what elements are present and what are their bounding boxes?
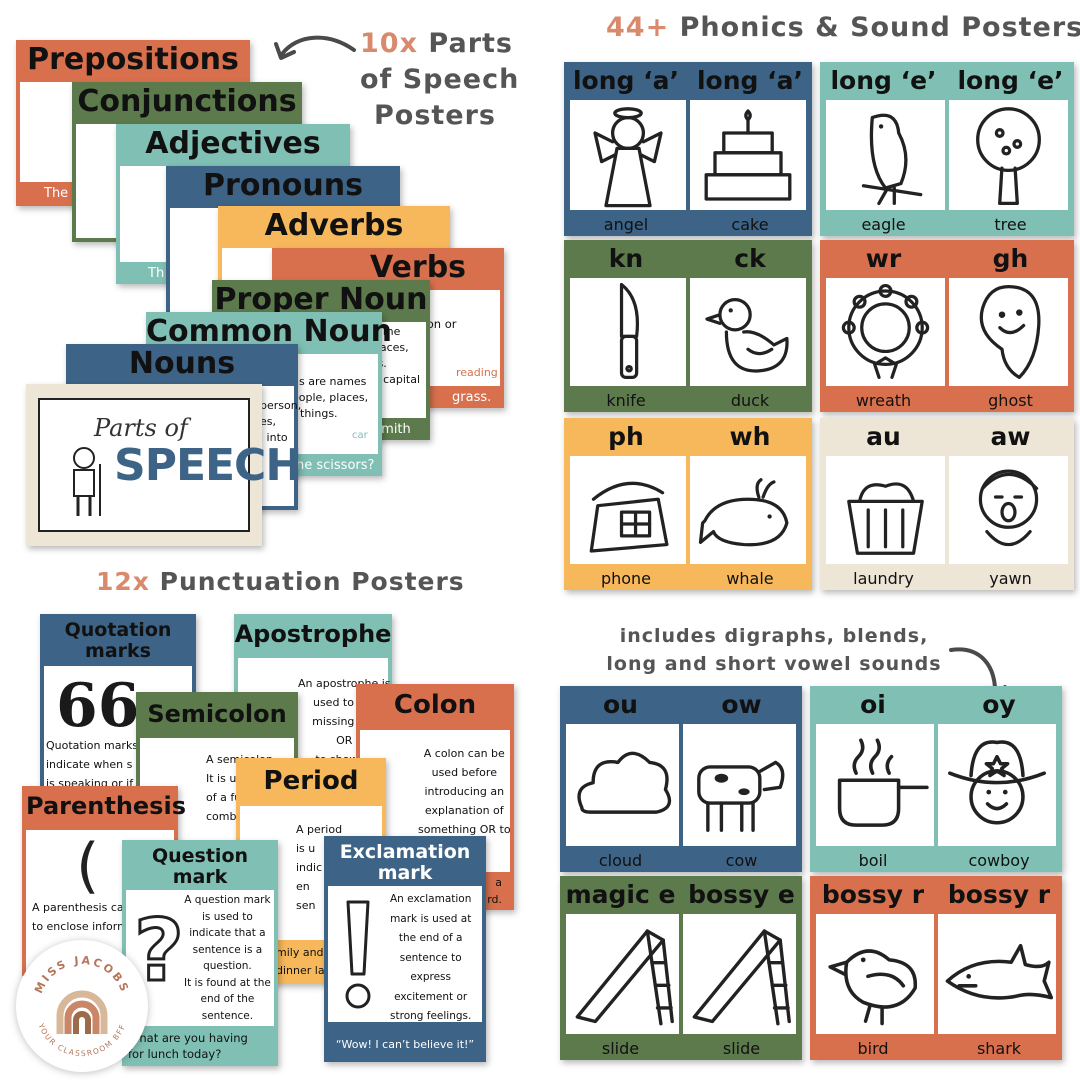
includes-header: includes digraphs, blends, long and shor…	[606, 625, 942, 675]
example-word: bird	[857, 1039, 889, 1058]
laundry-basket-icon	[847, 482, 924, 555]
phonics-poster: long ‘a’ angel long ‘a’ cake	[564, 62, 812, 236]
example-word: cake	[731, 215, 769, 234]
sound-label: ow	[721, 690, 762, 719]
exclamation-mark-icon	[345, 900, 371, 1009]
phonics-poster: au laundry aw yawn	[820, 418, 1074, 590]
sound-label: wr	[865, 244, 902, 273]
sound-label: gh	[992, 244, 1029, 273]
poster-exclamation-mark: Exclamation mark An exclamation mark is …	[324, 836, 486, 1062]
example-word: whale	[726, 569, 774, 588]
sound-label: ph	[608, 422, 644, 451]
eagle-icon	[861, 113, 923, 206]
poster-title: Adjectives	[145, 126, 321, 161]
svg-text:YOUR CLASSROOM BFF: YOUR CLASSROOM BFF	[36, 1021, 127, 1058]
whale-icon	[698, 478, 789, 547]
example-word: cow	[725, 851, 758, 870]
phonics-poster: wr wreath gh ghost	[820, 240, 1074, 412]
example-word: knife	[606, 391, 646, 410]
example-word: boil	[858, 851, 888, 870]
pos-header: 10x Parts of Speech Posters	[360, 28, 520, 131]
parenthesis-icon: (	[76, 831, 100, 901]
sound-label: long ‘e’	[957, 66, 1064, 95]
cover-title-parts: Parts of	[94, 414, 188, 442]
example-word: eagle	[861, 215, 906, 234]
sound-label: wh	[729, 422, 771, 451]
bird-icon	[828, 949, 918, 1026]
phonics-poster: ph phone wh whale	[564, 418, 812, 590]
example-word: duck	[730, 391, 770, 410]
example-word: yawn	[989, 569, 1032, 588]
brand-logo: MISS JACOBS YOUR CLASSROOM BFF	[16, 940, 148, 1072]
phonics-poster: long ‘e’ eagle long ‘e’ tree	[820, 62, 1074, 236]
cake-icon	[704, 109, 792, 201]
sound-label: ou	[603, 690, 638, 719]
phonics-poster: oi boil oy cowboy	[810, 686, 1062, 872]
phone-icon	[589, 481, 669, 553]
sound-label: au	[866, 422, 901, 451]
tree-icon	[976, 107, 1041, 206]
sound-label: magic e	[565, 880, 676, 909]
cover-title-speech: SPEECH	[114, 440, 302, 491]
example-word: slide	[722, 1039, 761, 1058]
rainbow-logo-icon: MISS JACOBS YOUR CLASSROOM BFF	[32, 954, 132, 1058]
sound-label: bossy r	[821, 880, 925, 909]
sound-label: kn	[608, 244, 644, 273]
wreath-icon	[841, 283, 930, 379]
poster-title: Adverbs	[264, 208, 404, 243]
example-word: shark	[976, 1039, 1022, 1058]
knife-icon	[619, 282, 639, 379]
sound-label: long ‘a’	[696, 66, 803, 95]
poster-title: Conjunctions	[77, 84, 297, 119]
poster-title: Common Noun	[146, 314, 392, 349]
poster-parts-of-speech-cover: Parts of SPEECH	[26, 384, 302, 546]
boiling-pot-icon	[837, 738, 929, 827]
cow-icon	[697, 760, 785, 832]
example-word: angel	[603, 215, 649, 234]
cowboy-icon	[948, 740, 1046, 825]
example-word: laundry	[853, 569, 914, 588]
sound-label: bossy e	[688, 880, 795, 909]
phonics-header: 44+ Phonics & Sound Posters	[606, 12, 1080, 43]
svg-text:MISS JACOBS: MISS JACOBS	[32, 954, 132, 996]
sound-label: long ‘a’	[572, 66, 679, 95]
arrow-left-icon	[274, 35, 356, 60]
phonics-poster: bossy r bird bossy r shark	[810, 876, 1062, 1060]
sound-label: ck	[734, 244, 766, 273]
poster-title: Pronouns	[203, 168, 363, 203]
quotation-marks-icon: 66	[56, 671, 140, 741]
example-word: ghost	[988, 391, 1033, 410]
phonics-poster: ou cloud ow cow	[560, 686, 802, 872]
cloud-icon	[577, 751, 672, 814]
slide-icon	[692, 929, 791, 1026]
sound-label: bossy r	[947, 880, 1051, 909]
ghost-icon	[979, 285, 1041, 379]
example-word: cowboy	[968, 851, 1030, 870]
phonics-poster: kn knife ck duck	[564, 240, 812, 412]
shark-icon	[945, 943, 1054, 1000]
angel-icon	[593, 107, 663, 208]
duck-icon	[705, 297, 789, 373]
example-word: wreath	[855, 391, 912, 410]
sound-label: aw	[990, 422, 1031, 451]
poster-title: Nouns	[128, 346, 236, 381]
poster-title: Verbs	[369, 250, 467, 285]
phonics-poster: magic e slide bossy e slide	[560, 876, 802, 1060]
example-word: slide	[601, 1039, 640, 1058]
punct-header: 12x Punctuation Posters	[96, 567, 465, 596]
sound-label: long ‘e’	[830, 66, 937, 95]
poster-title: Prepositions	[27, 42, 239, 77]
sound-label: oi	[860, 690, 886, 719]
child-singing-icon	[73, 447, 101, 516]
poster-title: Proper Noun	[214, 282, 428, 317]
example-word: cloud	[598, 851, 643, 870]
slide-icon	[575, 929, 674, 1026]
sound-label: oy	[982, 690, 1016, 719]
example-word: phone	[600, 569, 652, 588]
example-word: tree	[994, 215, 1027, 234]
poster-question-mark: Question mark ? A question mark is used …	[122, 840, 278, 1066]
yawning-child-icon	[978, 469, 1039, 547]
